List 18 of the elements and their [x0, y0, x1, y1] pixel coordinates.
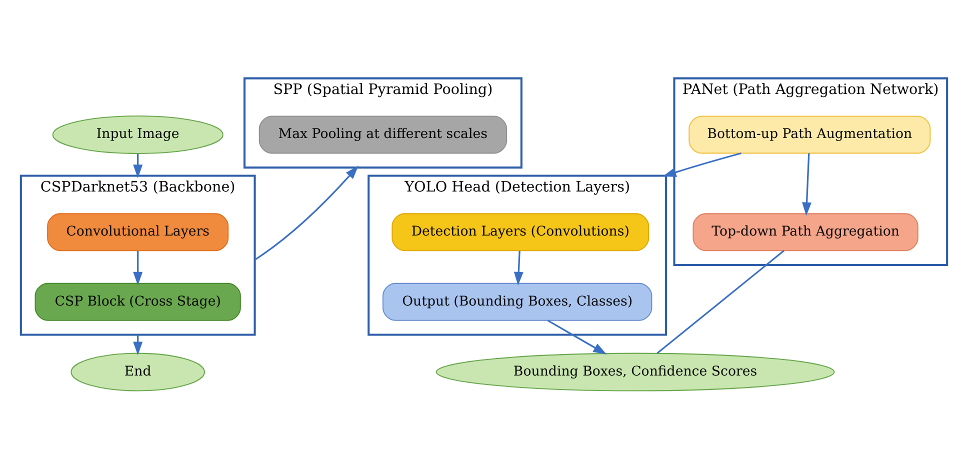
node-box: Output (Bounding Boxes, Classes)	[382, 282, 652, 320]
node-box: Max Pooling at different scales	[258, 115, 508, 154]
arrow	[133, 153, 143, 178]
arrow	[802, 152, 812, 216]
arrow	[514, 250, 524, 285]
node-box: Bottom-up Path Augmentation	[688, 115, 931, 154]
arrow	[547, 319, 607, 354]
arrow	[133, 250, 143, 285]
arrow	[662, 152, 742, 176]
node-box: Convolutional Layers	[47, 212, 229, 251]
connector	[656, 250, 784, 354]
node-box: Top-down Path Aggregation	[692, 212, 918, 251]
node-ellipse: End	[70, 352, 206, 391]
node-ellipse: Input Image	[52, 114, 224, 154]
node-ellipse: Bounding Boxes, Confidence Scores	[436, 352, 835, 391]
node-box: CSP Block (Cross Stage)	[34, 282, 241, 320]
arrow	[254, 165, 358, 260]
node-box: Detection Layers (Convolutions)	[392, 212, 650, 251]
